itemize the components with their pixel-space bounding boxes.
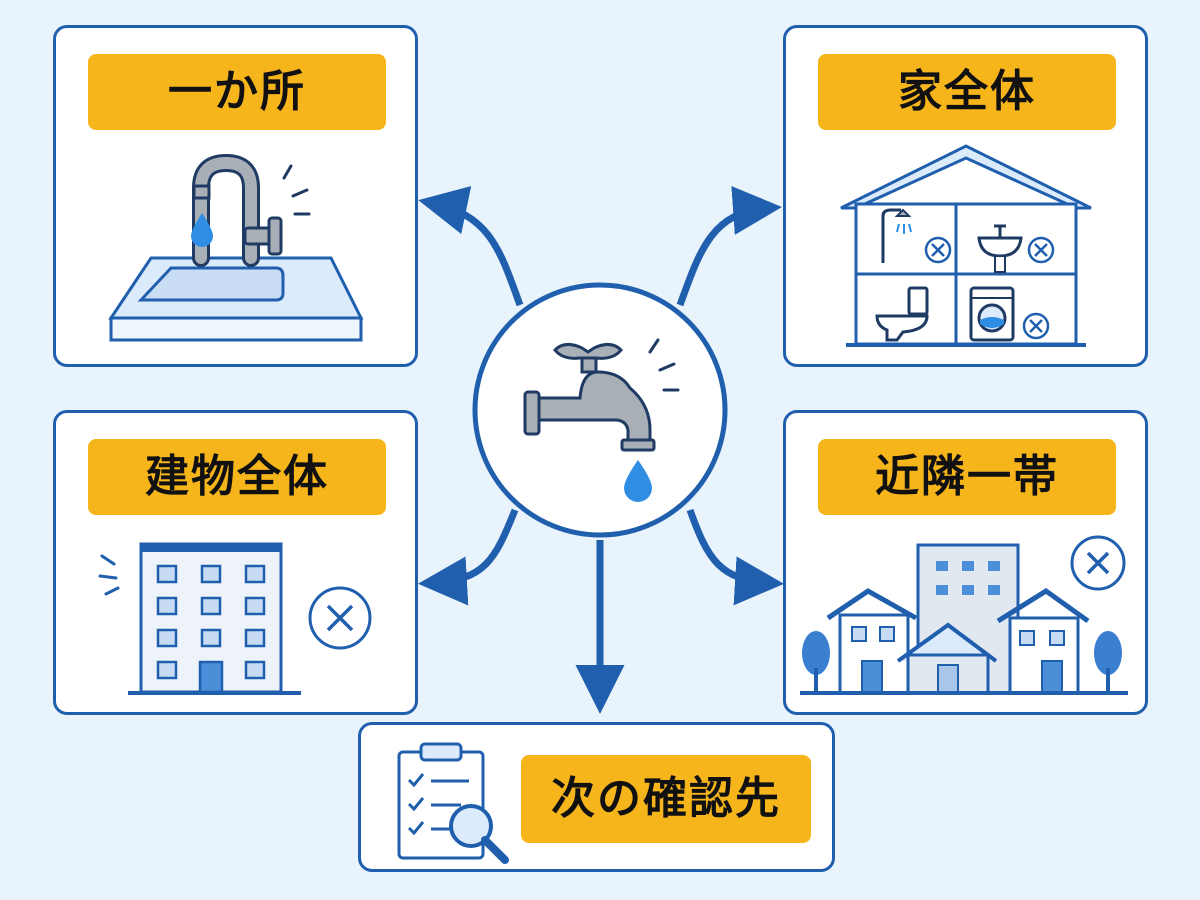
- x-mark-icon: [308, 586, 372, 650]
- neighborhood-houses-icon: [800, 535, 1128, 695]
- tree-icon: [802, 631, 830, 693]
- center-circle: [472, 282, 728, 538]
- x-mark-icon: [1070, 535, 1126, 591]
- card-label: 一か所: [88, 54, 386, 130]
- x-mark-icon: [1027, 236, 1055, 264]
- x-mark-icon: [1022, 312, 1050, 340]
- card-label: 建物全体: [88, 439, 386, 515]
- toilet-icon: [875, 286, 929, 342]
- arrow-to-whole-building: [418, 508, 519, 606]
- clipboard-magnifier-icon: [397, 742, 509, 864]
- house-cross-section-icon: [840, 144, 1092, 347]
- faucet-leak-icon: [523, 338, 680, 502]
- x-mark-icon: [924, 236, 952, 264]
- apartment-building-icon: [98, 542, 372, 695]
- card-whole-house: 家全体: [783, 25, 1148, 367]
- kitchen-sink-faucet-icon: [108, 153, 364, 342]
- card-whole-building: 建物全体: [53, 410, 418, 715]
- arrow-to-whole-house: [676, 186, 782, 307]
- card-label: 家全体: [818, 54, 1116, 130]
- arrow-to-neighborhood: [686, 508, 784, 606]
- washing-machine-icon: [969, 286, 1015, 342]
- card-label: 次の確認先: [521, 755, 811, 843]
- card-one-place: 一か所: [53, 25, 418, 367]
- arrow-to-one-place: [418, 186, 524, 307]
- card-label: 近隣一帯: [818, 439, 1116, 515]
- card-next-check: 次の確認先: [358, 722, 835, 872]
- tree-icon: [1094, 631, 1122, 693]
- shower-icon: [881, 208, 912, 263]
- washbasin-icon: [977, 224, 1023, 273]
- card-neighborhood: 近隣一帯: [783, 410, 1148, 715]
